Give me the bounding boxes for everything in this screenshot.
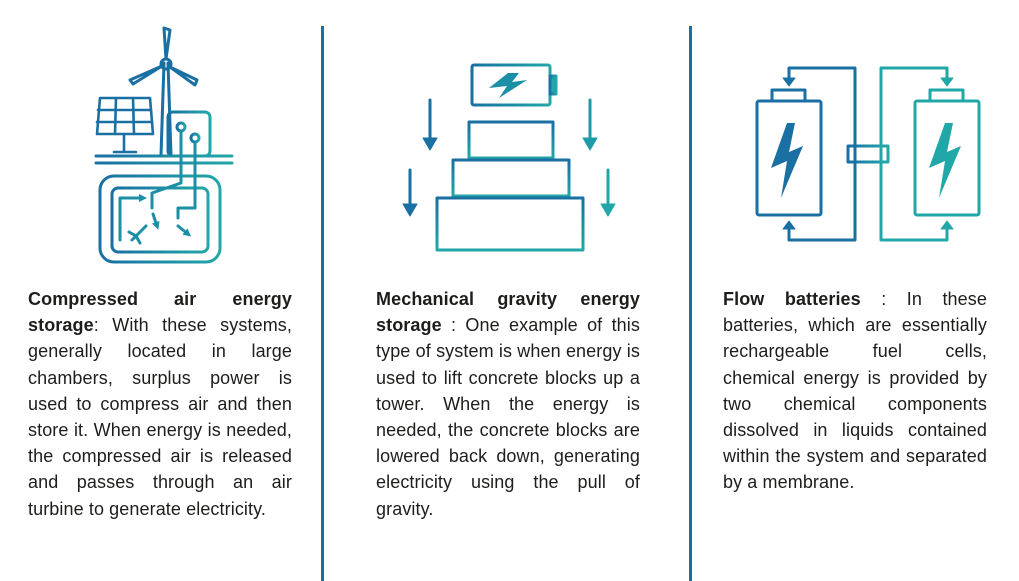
panel-gravity-text: Mechanical gravity energy storage : One … (376, 286, 640, 522)
panel-flow-batteries-text: Flow batteries : In these batteries, whi… (723, 286, 987, 496)
panel-flow-batteries: Flow batteries : In these batteries, whi… (723, 0, 988, 581)
divider-right (689, 26, 692, 581)
panel-title: Mechanical gravity energy storage (376, 289, 640, 336)
panel-body: : With these systems, generally located … (28, 315, 292, 519)
compressed-air-storage-icon (94, 26, 234, 264)
flow-battery-icon (755, 66, 981, 242)
gravity-storage-icon (402, 63, 616, 252)
panel-gravity: Mechanical gravity energy storage : One … (376, 0, 641, 581)
panel-compressed-air: Compressed air energy storage: With thes… (28, 0, 293, 581)
panel-compressed-air-text: Compressed air energy storage: With thes… (28, 286, 292, 522)
panel-title: Flow batteries (723, 289, 861, 309)
panel-title: Compressed air energy storage (28, 289, 292, 336)
panel-body: : One example of this type of system is … (376, 315, 640, 519)
panel-body: : In these batteries, which are essen­ti… (723, 289, 987, 493)
divider-left (321, 26, 324, 581)
